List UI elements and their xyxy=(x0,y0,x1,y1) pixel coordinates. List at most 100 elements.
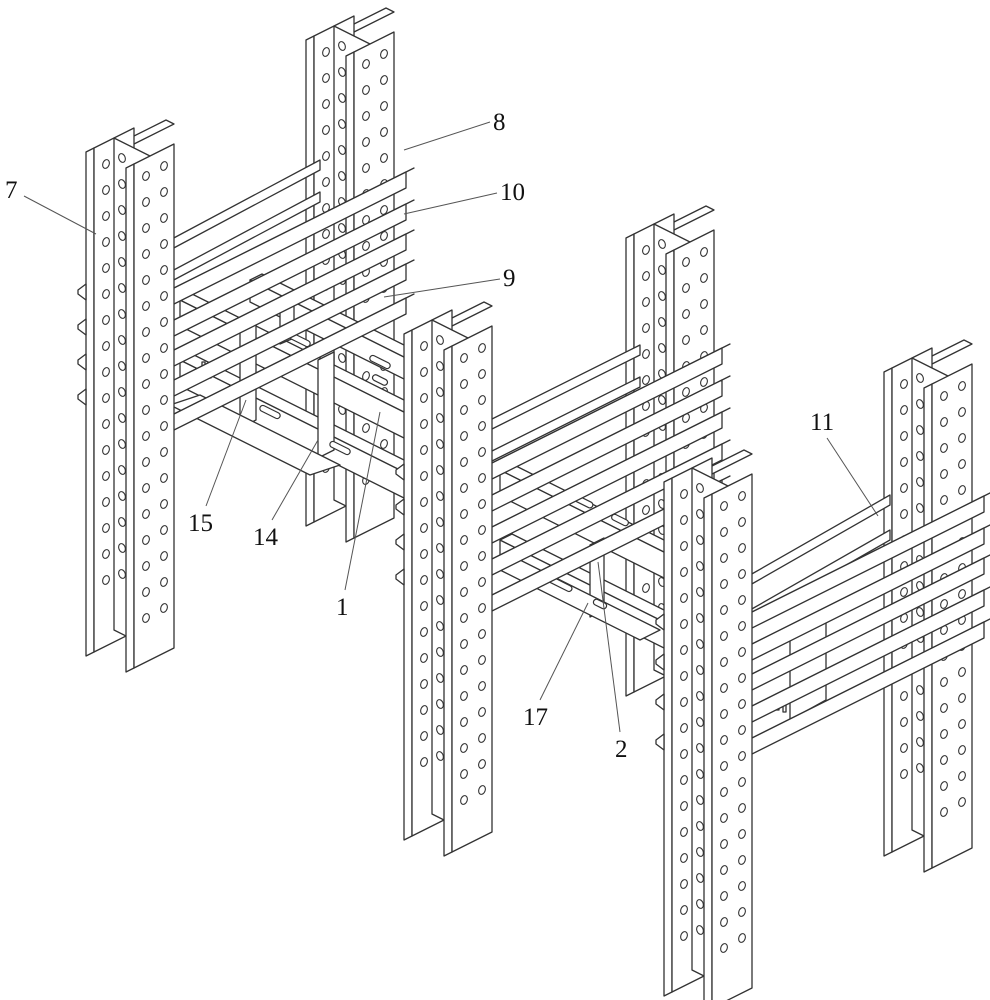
bolt-hole xyxy=(420,393,428,403)
bolt-hole xyxy=(900,717,908,727)
bolt-hole xyxy=(338,119,346,129)
bolt-hole xyxy=(738,725,746,735)
bolt-hole xyxy=(420,523,428,533)
bolt-hole xyxy=(160,551,168,561)
bolt-hole xyxy=(118,439,126,449)
slot-hole xyxy=(369,354,391,370)
bolt-hole xyxy=(720,683,728,693)
bolt-hole xyxy=(680,541,688,551)
bolt-hole xyxy=(160,603,168,613)
bolt-hole xyxy=(696,665,704,675)
bolt-hole xyxy=(696,873,704,883)
bolt-hole xyxy=(118,179,126,189)
bolt-hole xyxy=(720,865,728,875)
bolt-hole xyxy=(160,317,168,327)
bolt-hole xyxy=(916,763,924,773)
bolt-hole xyxy=(322,47,330,57)
bolt-hole xyxy=(160,395,168,405)
bolt-hole xyxy=(738,803,746,813)
bolt-hole xyxy=(338,67,346,77)
bolt-hole xyxy=(436,491,444,501)
bolt-hole xyxy=(102,393,110,403)
bolt-hole xyxy=(142,613,150,623)
bolt-hole xyxy=(338,145,346,155)
bolt-hole xyxy=(900,457,908,467)
bolt-hole xyxy=(460,717,468,727)
bolt-hole xyxy=(338,171,346,181)
side-tab-plate xyxy=(395,533,405,551)
bolt-hole xyxy=(940,417,948,427)
bolt-hole xyxy=(142,249,150,259)
bolt-hole xyxy=(916,737,924,747)
bolt-hole xyxy=(460,509,468,519)
bolt-hole xyxy=(322,99,330,109)
bolt-hole xyxy=(118,361,126,371)
bolt-hole xyxy=(478,577,486,587)
bolt-hole xyxy=(680,645,688,655)
bolt-hole xyxy=(160,369,168,379)
bolt-hole xyxy=(642,583,650,593)
column-flange-edge xyxy=(85,147,95,657)
bolt-hole xyxy=(738,855,746,865)
bolt-hole xyxy=(738,517,746,527)
bolt-hole xyxy=(916,711,924,721)
bolt-hole xyxy=(900,431,908,441)
bolt-hole xyxy=(680,931,688,941)
bolt-hole xyxy=(160,265,168,275)
bolt-hole xyxy=(478,551,486,561)
bolt-hole xyxy=(682,257,690,267)
bolt-hole xyxy=(118,491,126,501)
bolt-hole xyxy=(940,729,948,739)
side-tab-plate xyxy=(77,353,87,371)
bolt-hole xyxy=(420,705,428,715)
bolt-hole xyxy=(420,679,428,689)
bolt-hole xyxy=(680,853,688,863)
bolt-hole xyxy=(420,445,428,455)
bolt-hole xyxy=(160,343,168,353)
bolt-hole xyxy=(658,317,666,327)
bolt-hole xyxy=(478,681,486,691)
bolt-hole xyxy=(460,795,468,805)
bolt-hole xyxy=(658,239,666,249)
bolt-hole xyxy=(478,629,486,639)
bolt-hole xyxy=(460,457,468,467)
inner-base-plate xyxy=(169,394,341,476)
column-flange-edge xyxy=(663,477,673,997)
bolt-hole xyxy=(142,431,150,441)
bolt-hole xyxy=(160,499,168,509)
bolt-hole xyxy=(160,291,168,301)
leader-11 xyxy=(826,437,879,517)
bolt-hole xyxy=(478,473,486,483)
bolt-hole xyxy=(362,423,370,433)
bolt-hole xyxy=(322,229,330,239)
bolt-hole xyxy=(958,589,966,599)
bolt-hole xyxy=(460,405,468,415)
bolt-hole xyxy=(940,807,948,817)
bolt-hole xyxy=(420,757,428,767)
label-15: 15 xyxy=(188,510,213,537)
bolt-hole xyxy=(478,499,486,509)
bolt-hole xyxy=(916,607,924,617)
bolt-hole xyxy=(720,605,728,615)
bolt-hole xyxy=(420,575,428,585)
bolt-hole xyxy=(642,271,650,281)
column-flange-edge xyxy=(443,345,453,857)
bolt-hole xyxy=(142,535,150,545)
bolt-hole xyxy=(940,677,948,687)
label-7: 7 xyxy=(5,177,18,204)
bolt-hole xyxy=(700,325,708,335)
bolt-hole xyxy=(680,879,688,889)
bolt-hole xyxy=(696,639,704,649)
bolt-hole xyxy=(696,717,704,727)
label-14: 14 xyxy=(253,524,279,551)
bolt-hole xyxy=(160,213,168,223)
bolt-hole xyxy=(478,447,486,457)
bolt-hole xyxy=(738,491,746,501)
bolt-hole xyxy=(338,93,346,103)
bolt-hole xyxy=(118,335,126,345)
bolt-hole xyxy=(142,223,150,233)
leader-8 xyxy=(403,121,491,151)
side-tab-plate xyxy=(77,318,87,336)
label-9: 9 xyxy=(503,265,516,292)
bolt-hole xyxy=(680,619,688,629)
